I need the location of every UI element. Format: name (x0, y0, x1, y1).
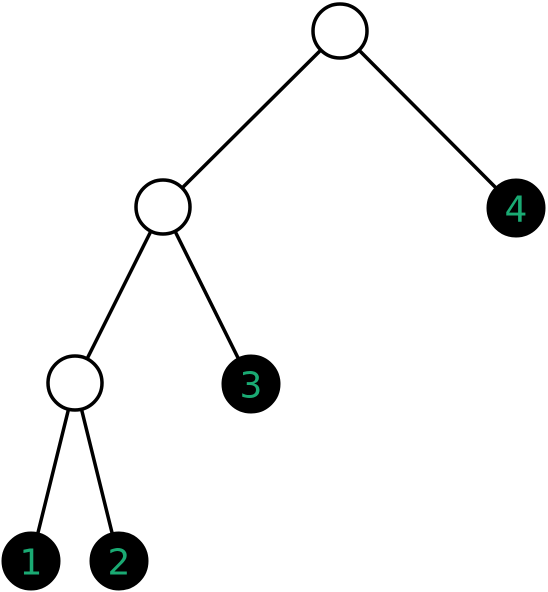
leaf-1-label: 1 (20, 543, 43, 584)
leaf-3-circle (221, 354, 281, 414)
internal-node-left-left (46, 354, 104, 412)
edge-root-n1 (161, 29, 342, 209)
leaf-node-4: 4 (486, 178, 546, 238)
leaf-node-2: 2 (89, 531, 149, 591)
edge-n2-leaf2 (73, 381, 121, 563)
leaf-4-label: 4 (505, 190, 528, 231)
root-node (311, 2, 369, 60)
edge-root-leaf4 (338, 29, 518, 210)
edge-n2-leaf1 (29, 381, 77, 563)
leaf-4-circle (486, 178, 546, 238)
leaf-1-circle (1, 531, 61, 591)
leaf-2-circle (89, 531, 149, 591)
leaf-node-1: 1 (1, 531, 61, 591)
leaf-3-label: 3 (240, 366, 263, 407)
leaf-2-label: 2 (108, 543, 131, 584)
edge-n1-leaf3 (161, 205, 253, 386)
edge-n1-n2 (73, 205, 165, 385)
tree-edges (29, 29, 518, 563)
internal-node-left (134, 178, 192, 236)
leaf-node-3: 3 (221, 354, 281, 414)
